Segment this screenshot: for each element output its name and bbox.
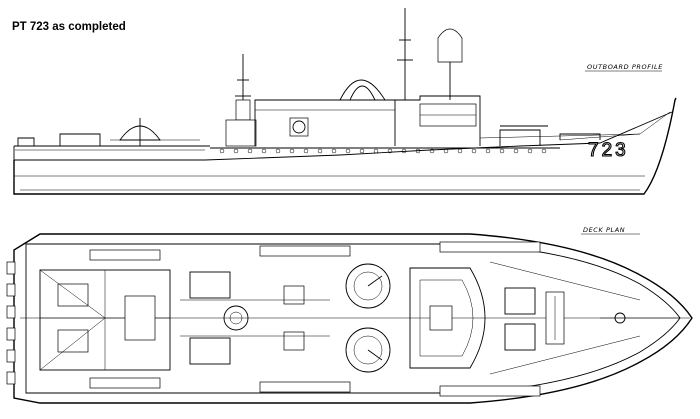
bridge-shield [339, 79, 386, 101]
hull-outline [13, 97, 677, 195]
port-rack-aft [89, 249, 161, 261]
starboard-gun-tub [345, 327, 391, 373]
stern-fittings [6, 261, 16, 385]
main-superstructure [254, 99, 396, 146]
aft-porthole [292, 120, 306, 134]
outboard-profile-label: OUTBOARD PROFILE [587, 63, 663, 71]
port-gun-tub [345, 263, 391, 309]
port-rack-mid [259, 245, 351, 257]
port-rack-fwd [439, 241, 541, 253]
deck-plan-view: DECK PLAN [6, 226, 693, 404]
bridge-plan [409, 267, 486, 369]
deck-plan-label: DECK PLAN [583, 226, 625, 234]
hull-number: 723 [588, 140, 629, 161]
scupper-row [219, 148, 547, 154]
sheer-line [14, 111, 673, 161]
aft-hatch-starboard [57, 329, 89, 353]
starboard-rack-aft [89, 377, 161, 389]
forward-superstructure [395, 95, 481, 146]
starboard-rack-fwd [439, 385, 541, 397]
radar-dome [437, 28, 463, 63]
capstan-circle [223, 305, 249, 331]
aft-hatch-port [57, 283, 89, 307]
starboard-rack-mid [259, 381, 351, 393]
aft-gun-mount [124, 295, 156, 341]
aft-deckhouse [59, 133, 101, 146]
outboard-profile-view: OUTBOARD PROFILE 723 [13, 8, 677, 195]
deck-edge-inner [25, 243, 681, 394]
drawing-title: PT 723 as completed [12, 21, 126, 33]
deck-hull-outline [13, 233, 693, 404]
